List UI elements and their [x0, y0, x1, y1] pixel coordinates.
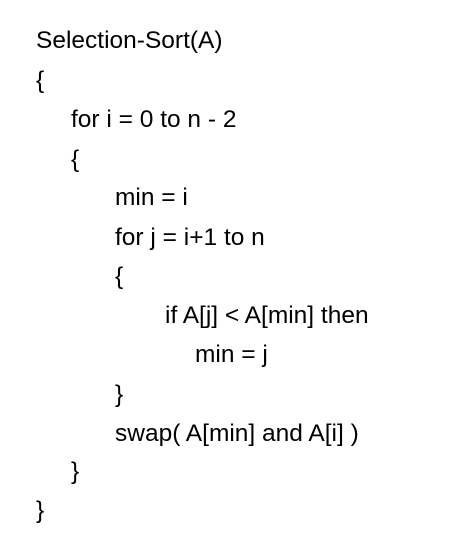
- code-line-if: if A[j] < A[min] then: [165, 302, 369, 329]
- code-line-min-assign: min = i: [115, 184, 188, 211]
- code-line-inner-close: }: [115, 381, 124, 408]
- code-line-inner-for: for j = i+1 to n: [115, 224, 265, 251]
- code-line-title: Selection-Sort(A): [36, 27, 223, 54]
- code-line-outer-close: }: [71, 458, 80, 485]
- code-line-outer-open: {: [71, 146, 80, 173]
- code-line-outer-for: for i = 0 to n - 2: [71, 106, 237, 133]
- code-line-inner-open: {: [115, 263, 124, 290]
- code-line-swap: swap( A[min] and A[i] ): [115, 420, 359, 447]
- code-line-open-brace: {: [36, 67, 45, 94]
- code-line-min-update: min = j: [195, 341, 268, 368]
- code-line-close-brace: }: [36, 497, 45, 524]
